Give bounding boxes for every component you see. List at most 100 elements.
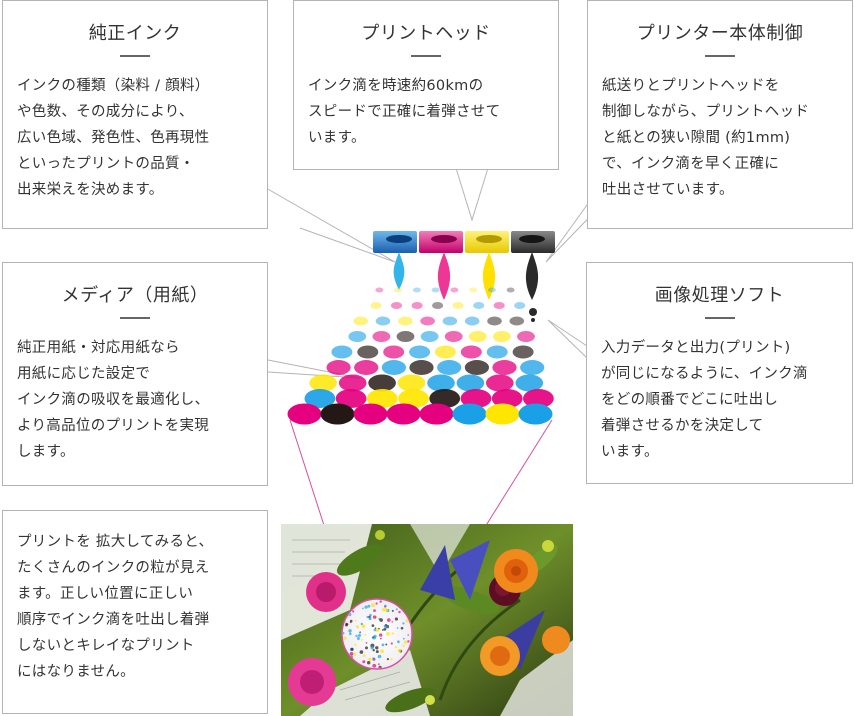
lens-ink-dot bbox=[372, 615, 377, 619]
ink-dot bbox=[432, 302, 444, 309]
ink-dot bbox=[368, 374, 396, 392]
ink-drop-cyan bbox=[393, 252, 405, 290]
magnifier-lens bbox=[341, 598, 413, 670]
ink-dot bbox=[287, 403, 322, 425]
lens-ink-dot bbox=[381, 643, 385, 647]
lens-ink-dot bbox=[359, 631, 361, 634]
lens-ink-dot bbox=[402, 644, 405, 647]
ink-dot bbox=[419, 403, 454, 425]
ink-dot bbox=[431, 287, 440, 293]
ink-dot bbox=[338, 374, 367, 392]
lens-ink-dot bbox=[396, 627, 399, 629]
text-line: 純正用紙・対応用紙なら bbox=[17, 340, 180, 356]
ink-dot bbox=[427, 374, 455, 392]
ink-dot bbox=[394, 287, 403, 293]
ink-dot bbox=[492, 360, 517, 375]
text-line: います。 bbox=[601, 444, 659, 460]
ink-dot bbox=[518, 403, 553, 425]
lens-ink-dot bbox=[381, 629, 384, 631]
ink-dot bbox=[460, 389, 492, 408]
ink-dot bbox=[456, 374, 485, 392]
media-text: 純正用紙・対応用紙なら 用紙に応じた設定で インク滴の吸収を最適化し、 より高品… bbox=[3, 319, 267, 465]
ink-dot bbox=[409, 345, 431, 359]
text-line: で、インク滴を早く正確に bbox=[602, 156, 780, 172]
lens-ink-dot bbox=[353, 652, 357, 656]
lens-ink-dot bbox=[391, 609, 394, 612]
ink-dot bbox=[353, 403, 388, 425]
magnify-text: プリントを 拡大してみると、 たくさんのインクの粒が見え ます。正しい位置に正し… bbox=[3, 511, 267, 685]
ink-dot bbox=[452, 403, 487, 425]
text-line: 入力データと出力(プリント) bbox=[601, 340, 791, 356]
text-line: しないとキレイなプリント bbox=[17, 638, 195, 654]
lens-ink-dot bbox=[372, 636, 374, 639]
lens-ink-dot bbox=[359, 650, 364, 654]
ink-dot bbox=[353, 316, 369, 326]
ink-dot bbox=[487, 287, 496, 293]
ink-dot bbox=[366, 389, 398, 408]
title-underline bbox=[705, 55, 735, 57]
text-line: プリントを 拡大してみると、 bbox=[17, 534, 214, 550]
lens-ink-dot bbox=[373, 634, 377, 639]
lens-ink-dot bbox=[375, 628, 380, 633]
lens-ink-dot bbox=[370, 646, 374, 650]
ink-dot bbox=[512, 345, 534, 359]
ink-dot bbox=[468, 331, 487, 342]
lens-ink-dot bbox=[352, 610, 355, 613]
lens-ink-dot bbox=[367, 661, 371, 665]
lens-ink-dot bbox=[395, 646, 397, 649]
ink-dot bbox=[304, 389, 336, 408]
text-line: より高品位のプリントを実現 bbox=[17, 418, 210, 434]
ink-dot bbox=[520, 360, 545, 375]
ink-dot bbox=[411, 302, 423, 309]
text-line: が同じになるように、インク滴 bbox=[601, 366, 808, 382]
ink-dot bbox=[372, 331, 391, 342]
lens-ink-dot bbox=[367, 604, 371, 608]
lens-ink-dot bbox=[391, 632, 394, 635]
lens-ink-dot bbox=[386, 632, 390, 636]
lens-ink-dot bbox=[362, 660, 366, 664]
media-box: メディア（用紙） 純正用紙・対応用紙なら 用紙に応じた設定で インク滴の吸収を最… bbox=[2, 262, 268, 486]
ink-dot bbox=[464, 316, 480, 326]
ink-dot bbox=[412, 287, 421, 293]
ink-dot bbox=[420, 331, 439, 342]
image-processing-title: 画像処理ソフト bbox=[654, 285, 785, 306]
lens-ink-dot bbox=[360, 638, 363, 641]
ink-dot bbox=[460, 345, 482, 359]
ink-dot bbox=[381, 360, 406, 375]
text-line: 紙送りとプリントヘッドを bbox=[602, 78, 780, 94]
lens-ink-dot bbox=[378, 665, 382, 668]
ink-dot bbox=[309, 374, 338, 392]
text-line: インク滴の吸収を最適化し、 bbox=[17, 392, 210, 408]
ink-dot bbox=[517, 331, 535, 342]
lens-ink-dot bbox=[356, 637, 360, 640]
flower-photo bbox=[281, 524, 573, 716]
lens-ink-dot bbox=[394, 617, 398, 621]
text-line: 吐出させています。 bbox=[602, 182, 734, 198]
text-line: 制御しながら、プリントヘッド bbox=[602, 104, 810, 120]
ink-dot bbox=[429, 389, 461, 408]
text-line: 着弾させるかを決定して bbox=[601, 418, 764, 434]
ink-dot bbox=[331, 345, 353, 359]
ink-dot bbox=[509, 316, 525, 326]
text-line: インクの種類（染料 / 顔料） bbox=[17, 78, 210, 94]
text-line: たくさんのインクの粒が見え bbox=[17, 560, 210, 576]
printer-control-box: プリンター本体制御 紙送りとプリントヘッドを 制御しながら、プリントヘッド と紙… bbox=[587, 0, 853, 229]
callout-pointers bbox=[265, 167, 609, 379]
lens-ink-dot bbox=[370, 603, 375, 608]
title-underline bbox=[120, 55, 150, 57]
lens-ink-dot bbox=[372, 649, 375, 652]
lens-ink-dot bbox=[371, 624, 375, 627]
text-line: や色数、その成分により、 bbox=[17, 104, 194, 120]
print-head-title: プリントヘッド bbox=[361, 23, 491, 44]
genuine-ink-text: インクの種類（染料 / 顔料） や色数、その成分により、 広い色域、発色性、色再… bbox=[3, 57, 267, 203]
ink-drops bbox=[393, 252, 539, 322]
lens-ink-dot bbox=[375, 650, 379, 654]
ink-dot bbox=[398, 389, 429, 408]
lens-ink-dot bbox=[366, 615, 369, 619]
ink-dot bbox=[434, 345, 456, 359]
lens-ink-dot bbox=[375, 646, 379, 650]
ink-dot bbox=[386, 403, 421, 425]
lens-ink-dot bbox=[407, 634, 410, 636]
lens-ink-dot bbox=[372, 663, 377, 668]
lens-ink-dot bbox=[407, 640, 410, 643]
